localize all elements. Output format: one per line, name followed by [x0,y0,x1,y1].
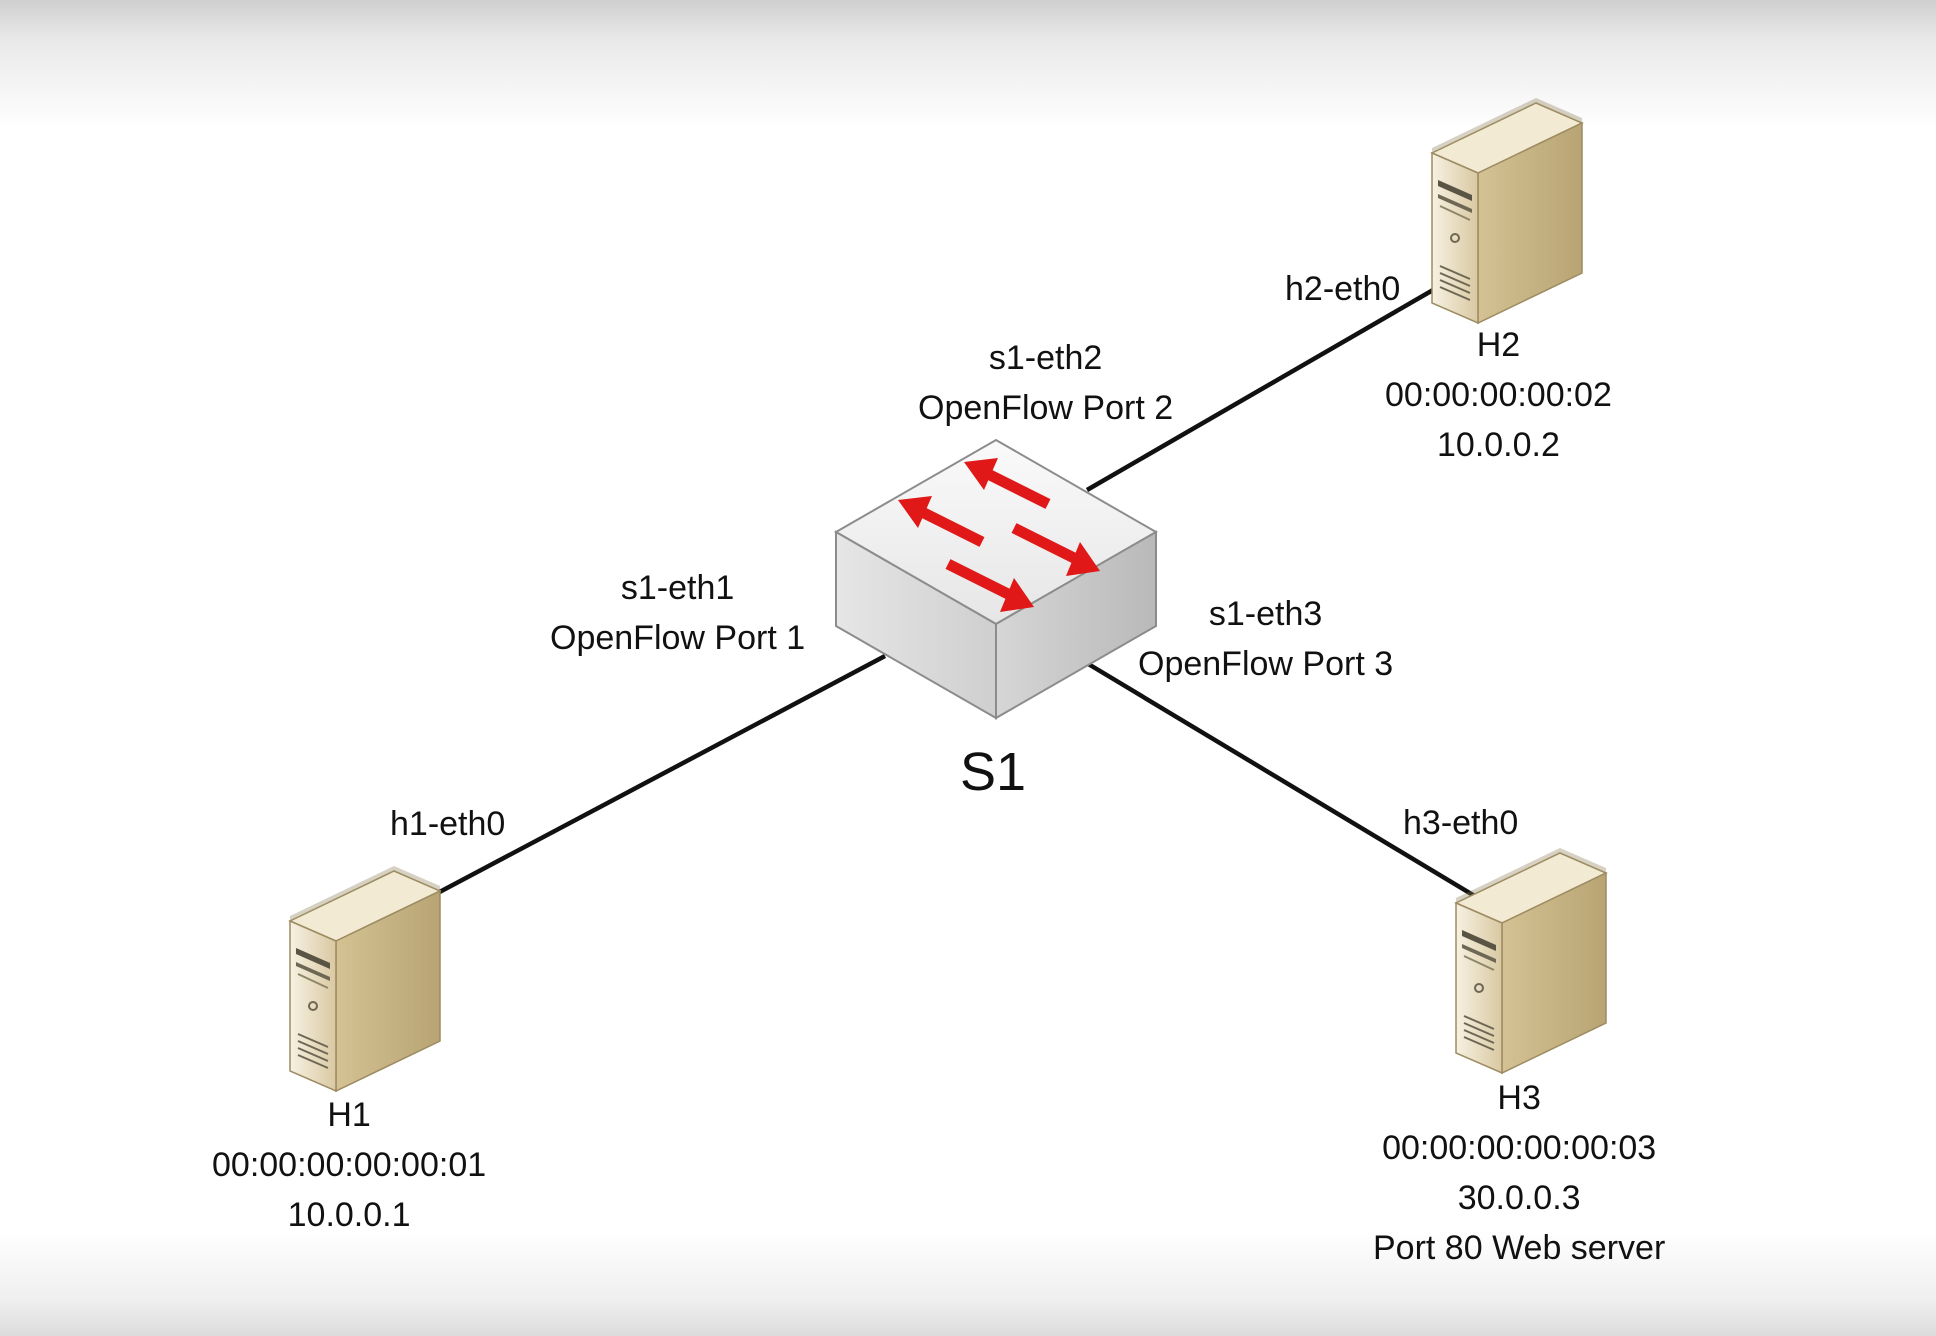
h2-interface-label: h2-eth0 [1285,270,1401,308]
h2-host-info: H2 00:00:00:00:02 10.0.0.2 [1385,320,1612,470]
h3-name: H3 [1497,1079,1541,1117]
server-tower-icon-h1 [289,865,441,1092]
switch-port-1-label: s1-eth1 OpenFlow Port 1 [550,563,805,663]
switch-name: S1 [960,742,1027,802]
h3-mac: 00:00:00:00:00:03 [1382,1129,1657,1167]
link-s1-h1 [430,654,887,898]
h2-ip: 10.0.0.2 [1437,426,1560,464]
h1-mac: 00:00:00:00:00:01 [212,1146,487,1184]
port-1-interface: s1-eth1 [620,569,735,607]
h3-ip: 30.0.0.3 [1457,1179,1581,1217]
port-3-openflow: OpenFlow Port 3 [1138,645,1394,683]
h1-name: H1 [327,1096,371,1134]
link-s1-h3 [1083,660,1480,900]
h1-interface-label: h1-eth0 [390,805,506,843]
port-1-openflow: OpenFlow Port 1 [550,619,806,657]
server-tower-icon-h2 [1431,97,1583,324]
h1-host-info: H1 00:00:00:00:00:01 10.0.0.1 [212,1090,486,1240]
switch-port-3-label: s1-eth3 OpenFlow Port 3 [1138,589,1393,689]
h2-mac: 00:00:00:00:02 [1385,376,1612,414]
port-3-interface: s1-eth3 [1208,595,1323,633]
network-switch-icon [833,438,1159,720]
h3-host-info: H3 00:00:00:00:00:03 30.0.0.3 Port 80 We… [1373,1073,1665,1273]
switch-port-2-label: s1-eth2 OpenFlow Port 2 [918,333,1173,433]
port-2-interface: s1-eth2 [988,339,1103,377]
h1-ip: 10.0.0.1 [287,1196,411,1234]
h3-interface-label: h3-eth0 [1403,804,1519,842]
link-s1-h2 [1085,288,1435,492]
h2-name: H2 [1476,326,1521,364]
server-tower-icon-h3 [1455,847,1607,1074]
h3-note: Port 80 Web server [1373,1229,1666,1267]
forwarding-arrows-icon [898,458,1100,612]
port-2-openflow: OpenFlow Port 2 [918,389,1174,427]
